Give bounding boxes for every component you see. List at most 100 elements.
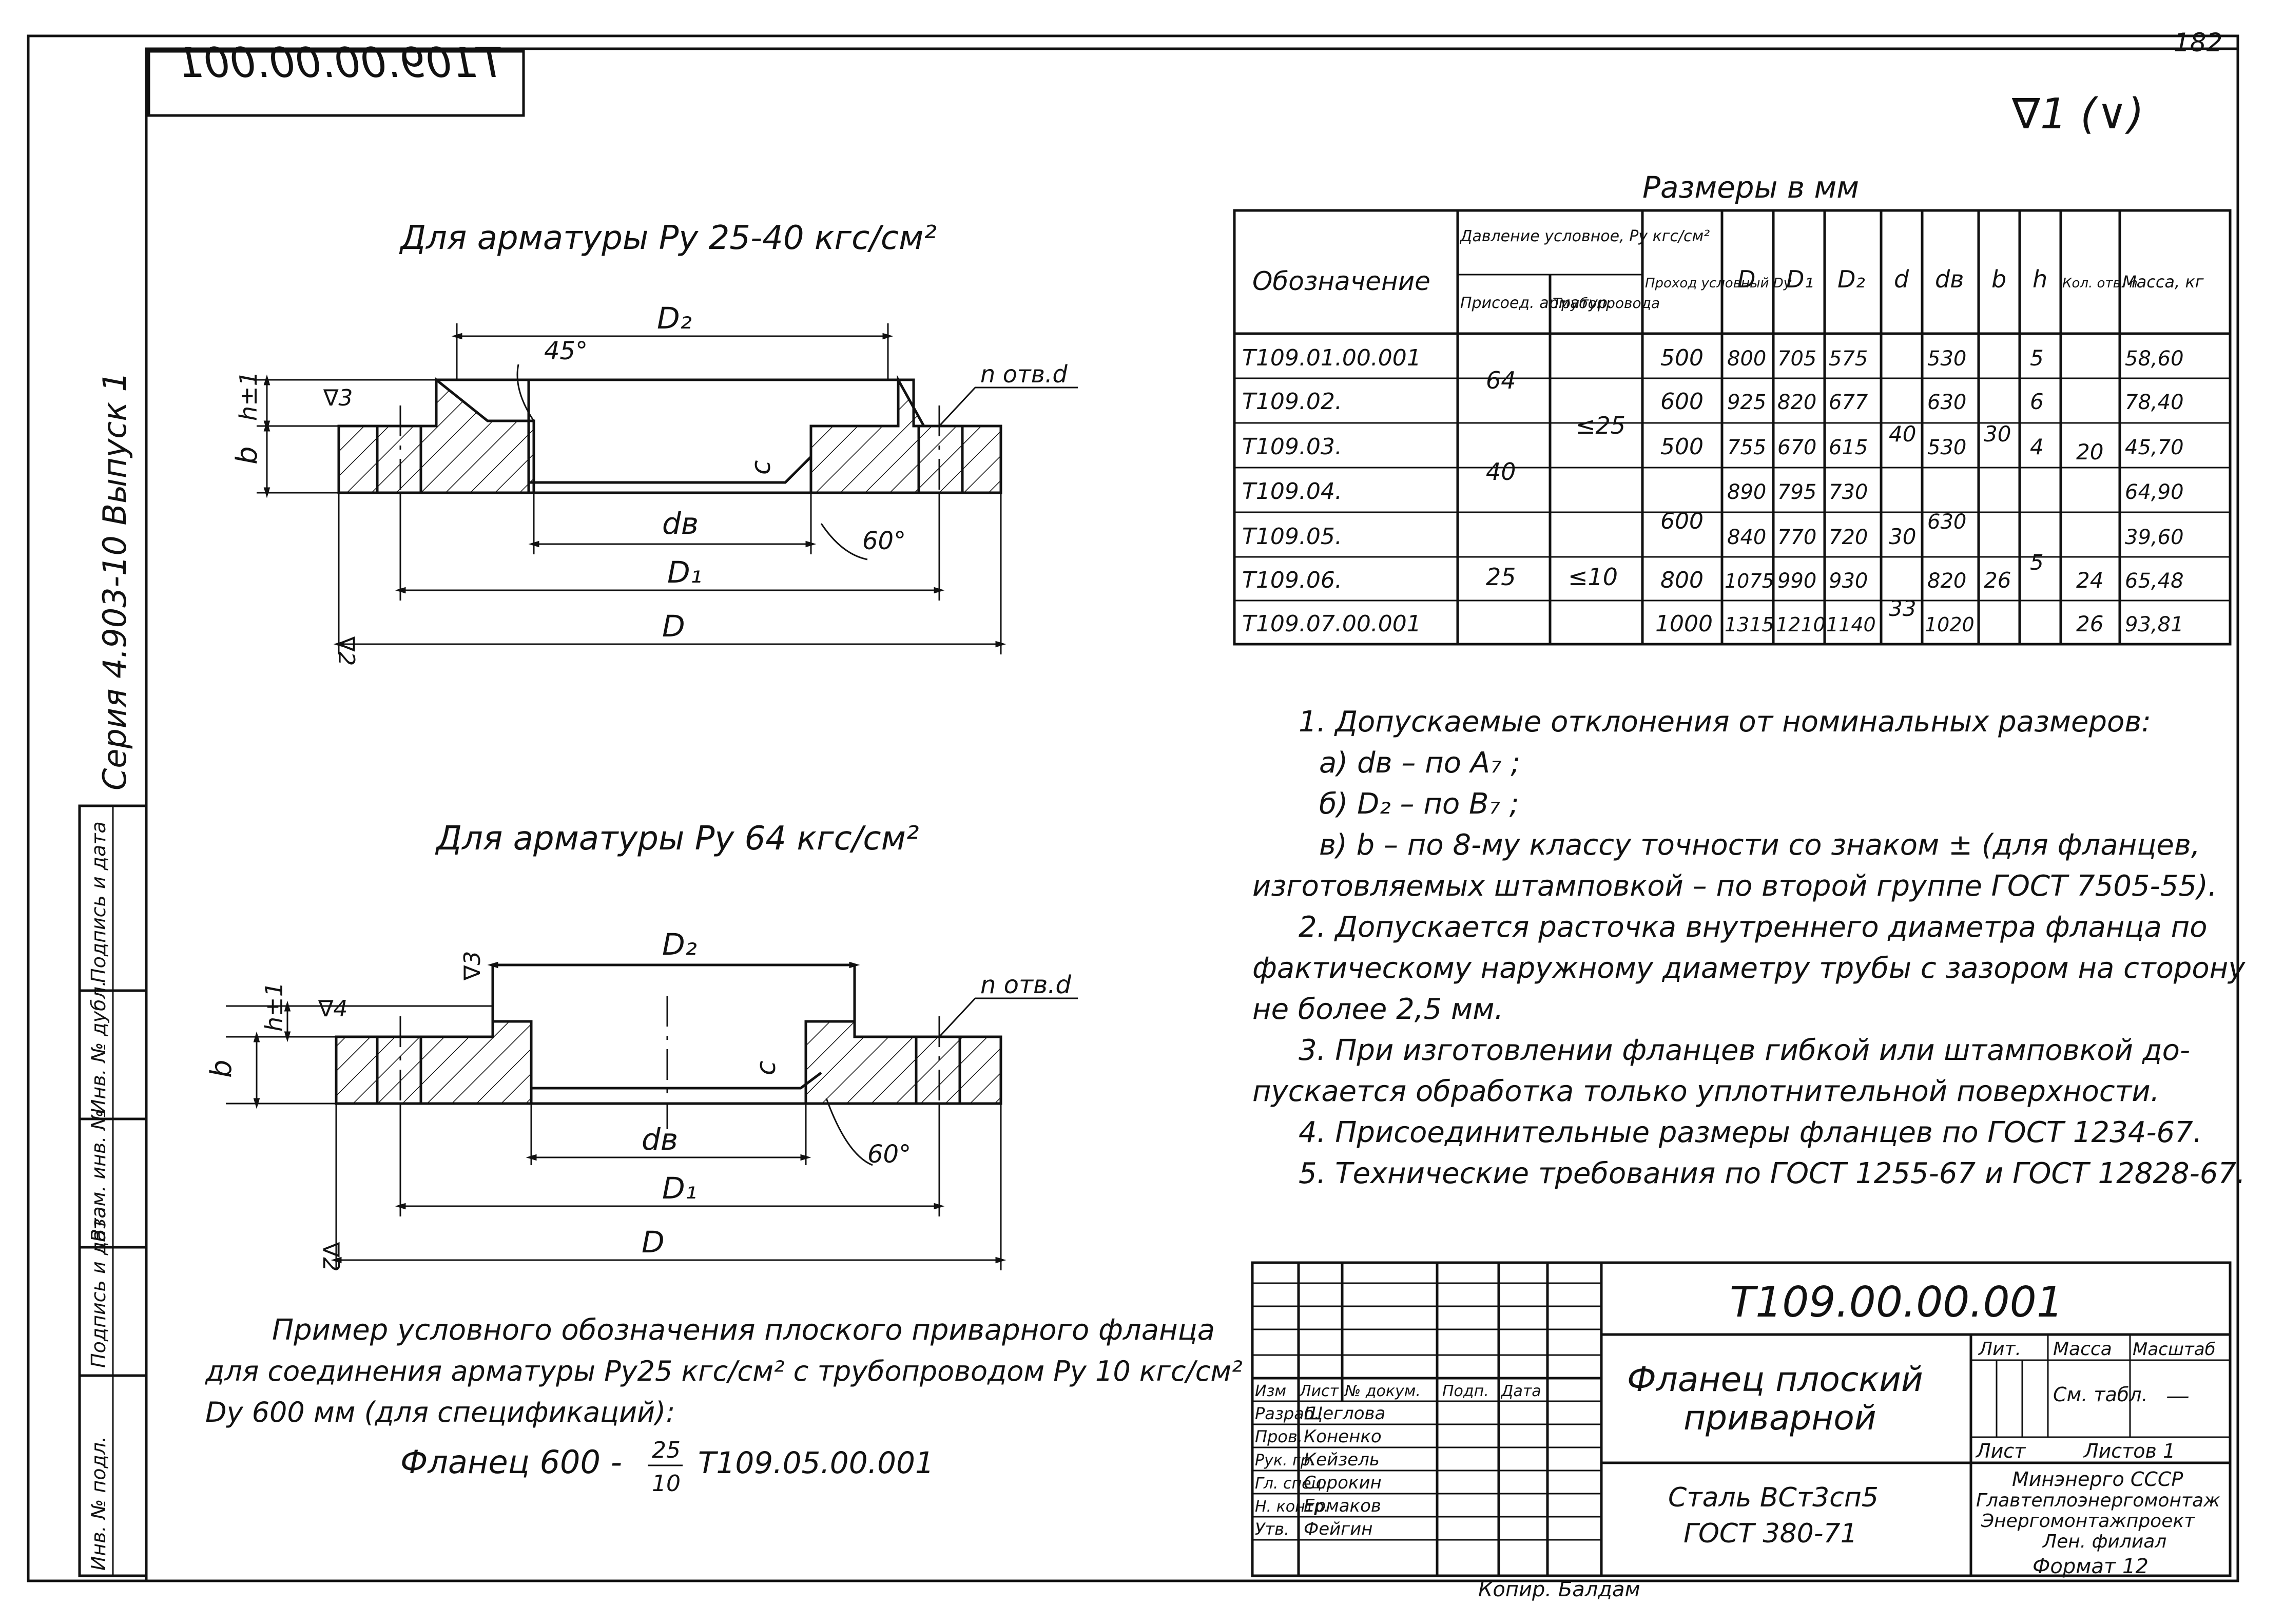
table-row-6-D2: 1140 bbox=[1826, 613, 1876, 636]
table-row-5-dy: 800 bbox=[1660, 567, 1704, 593]
table-row-0-mass: 58,60 bbox=[2125, 347, 2184, 371]
table-row-3-designation: Т109.04. bbox=[1242, 478, 1342, 505]
table-row-4-b: 26 bbox=[1984, 568, 2011, 593]
title-lit: Лит. bbox=[1978, 1339, 2021, 1360]
top-d: D bbox=[662, 609, 685, 644]
table-row-2-D2: 615 bbox=[1829, 436, 1868, 459]
note-line-1: а) dв – по A₇ ; bbox=[1319, 746, 1520, 780]
title-head-0: Изм bbox=[1255, 1382, 1286, 1400]
strip-label-2: Взам. инв. № bbox=[87, 1110, 110, 1242]
strip-label-4: Подпись и дата bbox=[87, 821, 110, 983]
title-person-3: Сорокин bbox=[1304, 1473, 1382, 1493]
table-row-2-D1: 670 bbox=[1777, 436, 1816, 459]
table-row-3-D1: 795 bbox=[1777, 480, 1816, 504]
page-number: 182 bbox=[2174, 28, 2222, 57]
title-material-2: ГОСТ 380-71 bbox=[1683, 1518, 1857, 1549]
top-holes: n отв.d bbox=[980, 360, 1068, 388]
example-prefix: Фланец 600 - bbox=[400, 1443, 622, 1481]
table-row-1-designation: Т109.02. bbox=[1242, 389, 1342, 415]
title-org-2: Главтеплоэнергомонтаж bbox=[1976, 1490, 2220, 1511]
title-person-4: Ермаков bbox=[1304, 1496, 1381, 1516]
table-row-2-fitting: 40 bbox=[1486, 458, 1516, 486]
table-row-5-designation: Т109.06. bbox=[1242, 567, 1342, 593]
table-row-0-D: 800 bbox=[1727, 347, 1766, 371]
bottom-rough-4: ∇4 bbox=[318, 996, 347, 1022]
title-sheets: Листов 1 bbox=[2083, 1440, 2175, 1462]
title-person-1: Коненко bbox=[1304, 1426, 1382, 1447]
th-h: h bbox=[2033, 265, 2047, 293]
title-org-3: Энергомонтажпроект bbox=[1981, 1511, 2195, 1532]
strip-label-3: Инв. № дубл. bbox=[87, 980, 110, 1114]
note-line-4: изготовляемых штамповкой – по второй гру… bbox=[1252, 869, 2217, 903]
th-dv: dв bbox=[1935, 265, 1964, 293]
title-person-0: Щеглова bbox=[1304, 1403, 1385, 1424]
title-name-2: приварной bbox=[1683, 1398, 1876, 1438]
example-line-2: для соединения арматуры Pу25 кгс/см² с т… bbox=[205, 1355, 1243, 1387]
title-person-2: Кейзель bbox=[1304, 1449, 1380, 1470]
title-head-2: № докум. bbox=[1344, 1382, 1421, 1400]
note-line-9: пускается обработка только уплотнительно… bbox=[1252, 1075, 2160, 1108]
designation-example: Пример условного обозначения плоского пр… bbox=[205, 1313, 1243, 1497]
note-line-7: не более 2,5 мм. bbox=[1252, 993, 1503, 1026]
example-num: 25 bbox=[652, 1437, 681, 1463]
th-b: b bbox=[1991, 265, 2006, 293]
th-pipe: Трубопровода bbox=[1553, 295, 1660, 312]
example-den: 10 bbox=[652, 1471, 681, 1497]
title-sheet: Лист bbox=[1975, 1440, 2026, 1462]
table-row-2-dv: 530 bbox=[1927, 436, 1966, 459]
title-role-2: Рук. гр. bbox=[1255, 1452, 1315, 1470]
th-pressure: Давление условное, Pу кгс/см² bbox=[1459, 227, 1710, 245]
bottom-rough-2: ∇2 bbox=[318, 1242, 344, 1271]
bottom-h: h±1 bbox=[260, 982, 288, 1032]
note-line-10: 4. Присоединительные размеры фланцев по … bbox=[1299, 1116, 2202, 1149]
table-row-6-mass: 93,81 bbox=[2125, 613, 2184, 636]
table-row-4-designation: Т109.05. bbox=[1242, 524, 1342, 550]
table-row-6-D1: 1210 bbox=[1776, 613, 1826, 636]
note-line-0: 1. Допускаемые отклонения от номинальных… bbox=[1299, 705, 2151, 739]
table-row-5-D: 1075 bbox=[1725, 570, 1774, 592]
table-row-5-d: 33 bbox=[1889, 596, 1916, 621]
table-row-2-dy: 500 bbox=[1660, 434, 1704, 460]
table-caption: Размеры в мм bbox=[1642, 170, 1859, 205]
table-row-2-h: 4 bbox=[2030, 434, 2044, 459]
table-row-0-fitting: 64 bbox=[1486, 366, 1516, 394]
top-dv: dв bbox=[662, 506, 699, 541]
table-row-6-D: 1315 bbox=[1725, 613, 1774, 636]
table-row-0-designation: Т109.01.00.001 bbox=[1242, 345, 1421, 371]
example-line-3: Dу 600 мм (для спецификаций): bbox=[205, 1396, 675, 1428]
th-D2: D₂ bbox=[1837, 265, 1865, 293]
bottom-b: b bbox=[205, 1059, 238, 1078]
table-row-5-D1: 990 bbox=[1777, 569, 1816, 593]
top-flange-drawing: Для арматуры Pу 25-40 кгс/см² D₂ dв D₁ D… bbox=[230, 219, 1078, 666]
bottom-dv: dв bbox=[642, 1122, 678, 1157]
title-role-1: Пров. bbox=[1255, 1427, 1303, 1446]
table-row-0-pipe: ≤25 bbox=[1576, 412, 1625, 439]
table-row-5-n: 24 bbox=[2076, 568, 2103, 593]
top-h: h±1 bbox=[235, 371, 262, 421]
table-row-1-h: 6 bbox=[2030, 389, 2044, 414]
top-d2: D₂ bbox=[657, 301, 692, 336]
table-row-0-D2: 575 bbox=[1829, 347, 1868, 371]
table-row-4-fitting: 25 bbox=[1486, 563, 1516, 591]
table-row-3-dy: 600 bbox=[1660, 508, 1704, 534]
table-row-6-designation: Т109.07.00.001 bbox=[1242, 611, 1421, 637]
table-row-0-dv: 530 bbox=[1927, 347, 1966, 371]
title-org-1: Минэнерго СССР bbox=[2012, 1468, 2183, 1491]
table-row-6-dv: 1020 bbox=[1925, 613, 1975, 636]
title-role-0: Разраб. bbox=[1255, 1404, 1320, 1423]
title-org-4: Лен. филиал bbox=[2042, 1531, 2166, 1552]
strip-label-1: Подпись и дата bbox=[87, 1206, 110, 1368]
table-row-1-D2: 677 bbox=[1829, 391, 1868, 414]
top-rough-2: ∇2 bbox=[333, 636, 359, 666]
note-line-5: 2. Допускается расточка внутреннего диам… bbox=[1299, 911, 2208, 944]
title-mass: Масса bbox=[2053, 1339, 2112, 1360]
table-row-3-D2: 730 bbox=[1829, 480, 1868, 504]
stamp-code: Т109.00.00.001 bbox=[178, 39, 503, 87]
table-row-1-dv: 630 bbox=[1927, 391, 1966, 414]
title-material-1: Сталь ВСт3сп5 bbox=[1668, 1482, 1879, 1513]
table-row-4-D: 840 bbox=[1727, 526, 1766, 549]
stamp-box bbox=[147, 50, 525, 117]
bottom-rough-3: ∇3 bbox=[459, 951, 486, 981]
title-mass-value: См. табл. bbox=[2053, 1383, 2148, 1406]
